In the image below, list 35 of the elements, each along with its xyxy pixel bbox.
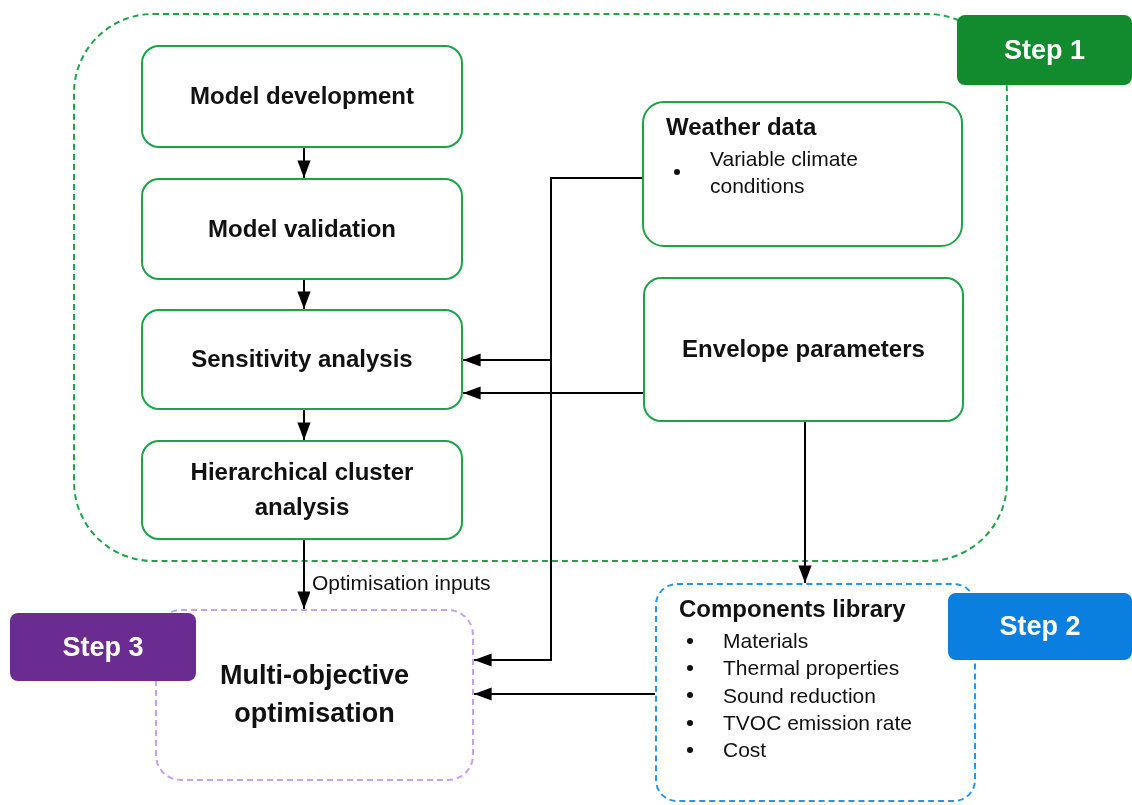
badge-label: Step 3	[62, 631, 144, 663]
bullet-item: Materials	[723, 628, 809, 654]
badge-label: Step 2	[999, 611, 1081, 642]
badge-label: Step 1	[1004, 34, 1085, 66]
process-box	[141, 309, 463, 410]
arrow	[798, 421, 812, 584]
list-box	[642, 101, 963, 247]
bullet-item: TVOC emission rate	[723, 709, 913, 736]
arrow	[297, 409, 311, 441]
box-label: Hierarchical cluster analysis	[189, 457, 415, 522]
box-label: Model validation	[208, 213, 396, 244]
box-label: Sensitivity analysis	[191, 344, 413, 375]
box-label: Multi-objective optimisation	[219, 659, 410, 730]
box-heading: Components library	[679, 595, 907, 623]
step-badge	[10, 613, 196, 681]
step-badge	[948, 593, 1132, 660]
dashed-process-box	[155, 609, 474, 781]
list-box	[655, 583, 976, 802]
process-box	[141, 45, 463, 148]
arrow	[462, 386, 644, 400]
process-box	[643, 277, 964, 422]
process-box	[141, 440, 463, 540]
box-heading: Weather data	[666, 113, 818, 141]
box-label: Model development	[190, 81, 414, 112]
step-badge	[957, 15, 1132, 85]
bullet-item: Variable climate conditions	[710, 146, 859, 200]
bullet-item: Cost	[723, 737, 767, 764]
bullet-item: Thermal properties	[723, 655, 900, 682]
arrow	[473, 687, 656, 701]
arrow	[297, 279, 311, 310]
bullet-item: Sound reduction	[723, 682, 876, 709]
arrow	[297, 539, 311, 610]
box-label: Envelope parameters	[682, 334, 925, 365]
process-box	[141, 178, 463, 280]
arrow	[297, 147, 311, 179]
